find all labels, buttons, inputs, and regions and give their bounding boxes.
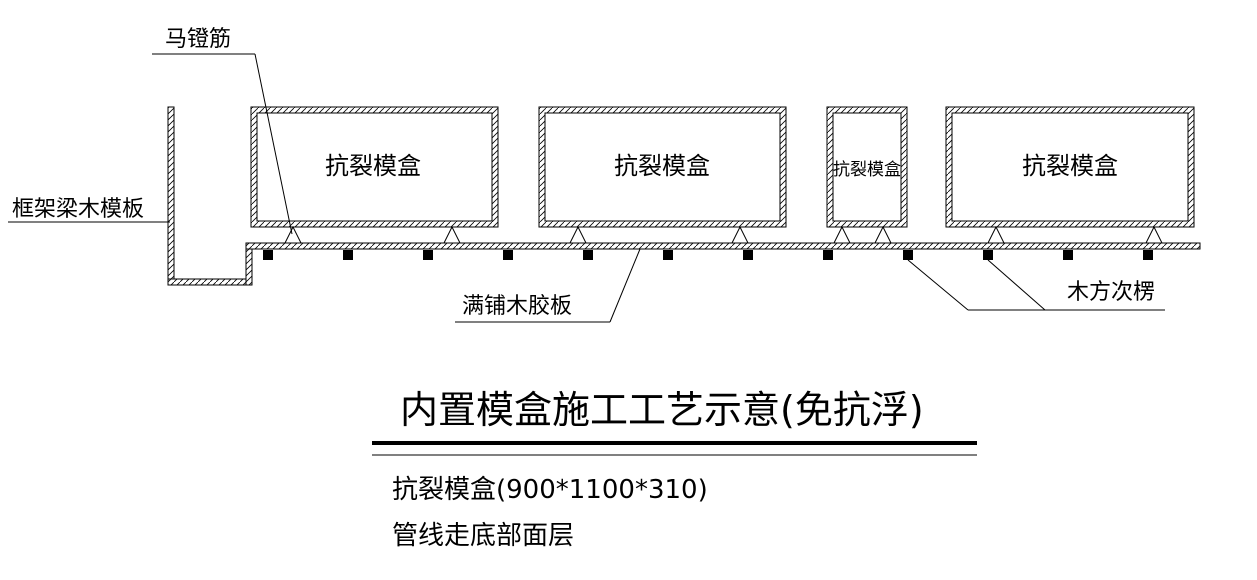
joist (583, 250, 593, 260)
label-full-plywood: 满铺木胶板 (462, 294, 572, 319)
diagram-title: 内置模盒施工工艺示意(免抗浮) (400, 388, 924, 432)
label-frame-beam-formwork: 框架梁木模板 (12, 197, 144, 222)
box-label: 抗裂模盒 (614, 152, 710, 180)
stirrup (874, 225, 892, 244)
joist (743, 250, 753, 260)
joist (343, 250, 353, 260)
box-label: 抗裂模盒 (1022, 152, 1118, 180)
wood-joists (263, 250, 1153, 260)
stirrup (1145, 225, 1163, 244)
joist (263, 250, 273, 260)
stirrup-supports (284, 225, 1163, 244)
form-box-2 (538, 106, 787, 228)
stirrup (569, 225, 587, 244)
label-wood-secondary-joist: 木方次楞 (1067, 280, 1155, 305)
stirrup (987, 225, 1005, 244)
note-line-2: 管线走底部面层 (392, 521, 574, 551)
stirrup (443, 225, 461, 244)
box-label: 抗裂模盒 (325, 152, 421, 180)
form-box-3 (826, 106, 908, 228)
form-box-4 (945, 106, 1195, 228)
joist (823, 250, 833, 260)
note-line-1: 抗裂模盒(900*1100*310) (392, 475, 708, 505)
joist (503, 250, 513, 260)
form-box-1 (250, 106, 499, 228)
stirrup (284, 225, 302, 244)
joist (423, 250, 433, 260)
label-ma-deng-jin: 马镫筋 (165, 27, 231, 52)
stirrup (731, 225, 749, 244)
stirrup (833, 225, 851, 244)
joist (983, 250, 993, 260)
leader-lines (8, 53, 1165, 323)
frame-beam-formwork (167, 106, 253, 286)
plywood-sheet (245, 242, 1201, 250)
joist (663, 250, 673, 260)
joist (903, 250, 913, 260)
box-label: 抗裂模盒 (833, 160, 901, 180)
joist (1063, 250, 1073, 260)
joist (1143, 250, 1153, 260)
